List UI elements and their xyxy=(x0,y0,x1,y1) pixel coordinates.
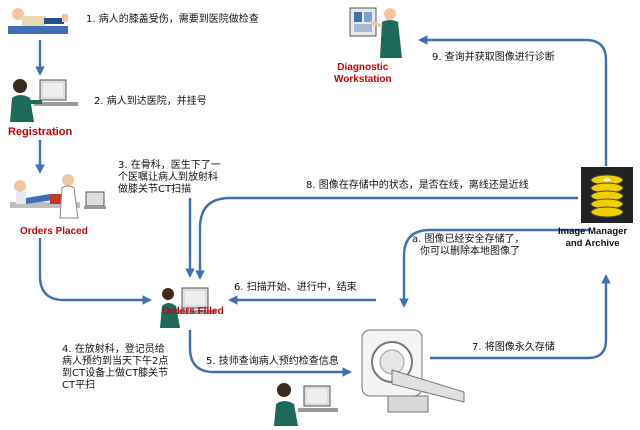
image-manager-label: Image Manager and Archive xyxy=(558,226,627,250)
arrow-archive-to-workstation xyxy=(418,35,608,166)
archive-line: and Archive xyxy=(565,238,620,249)
image-manager-line: Image Manager xyxy=(558,226,628,237)
step-4-line-3: 到CT设备上做CT膝关节 xyxy=(62,368,169,379)
diagnostic-line: Diagnostic xyxy=(337,62,389,73)
archive-disks-icon xyxy=(581,167,633,223)
technician-figure xyxy=(274,383,338,426)
step-8-label: 8. 图像在存储中的状态，是否在线，离线还是近线 xyxy=(306,180,529,191)
ct-scanner-figure xyxy=(361,329,465,413)
step-5-label: 5. 技师查询病人预约检查信息 xyxy=(206,356,339,367)
step-2-label: 2. 病人到达医院，并挂号 xyxy=(94,96,207,107)
arrow-ct-to-archive xyxy=(430,274,611,360)
step-3-label: 3. 在骨科，医生下了一 个医嘱让病人到放射科 做膝关节CT扫描 xyxy=(118,160,221,196)
step-a-line-2: 你可以删除本地图像了 xyxy=(420,246,520,257)
orders-placed-label: Orders Placed xyxy=(20,226,88,237)
step-9-label: 9. 查询并获取图像进行诊断 xyxy=(432,52,555,63)
radiologist-figure xyxy=(349,7,402,58)
step-1-label: 1. 病人的膝盖受伤，需要到医院做检查 xyxy=(86,14,259,25)
injured-patient-figure xyxy=(8,8,68,34)
radiology-clerk-figure xyxy=(160,287,216,328)
step-3-line-3: 做膝关节CT扫描 xyxy=(118,184,192,195)
registration-label: Registration xyxy=(8,126,73,138)
step-4-label: 4. 在放射科，登记员给 病人预约到当天下午2点 到CT设备上做CT膝关节 CT… xyxy=(62,344,168,392)
orders-filled-label: Orders Filled xyxy=(162,306,224,317)
step-3-line-1: 3. 在骨科，医生下了一 xyxy=(118,160,221,171)
step-a-line-1: a. 图像已经安全存储了， xyxy=(412,234,525,245)
registration-clerk-figure xyxy=(10,79,78,122)
doctor-patient-figure xyxy=(10,174,106,219)
workstation-line: Workstation xyxy=(334,74,392,85)
step-6-label: 6. 扫描开始、进行中，结束 xyxy=(234,282,357,293)
arrow-status-to-filled xyxy=(195,196,578,280)
step-4-line-1: 4. 在放射科，登记员给 xyxy=(62,344,165,355)
step-4-line-2: 病人预约到当天下午2点 xyxy=(62,356,169,367)
step-4-line-4: CT平扫 xyxy=(62,380,96,391)
step-3-line-2: 个医嘱让病人到放射科 xyxy=(118,172,218,183)
arrow-archive-to-ct xyxy=(399,228,590,308)
step-7-label: 7. 将图像永久存储 xyxy=(472,342,555,353)
diagnostic-workstation-label: Diagnostic Workstation xyxy=(334,62,392,86)
step-a-label: a. 图像已经安全存储了， 你可以删除本地图像了 xyxy=(412,234,525,258)
arrow-filled-to-ct xyxy=(188,330,352,377)
arrow-orders-placed-to-filled xyxy=(38,238,152,305)
